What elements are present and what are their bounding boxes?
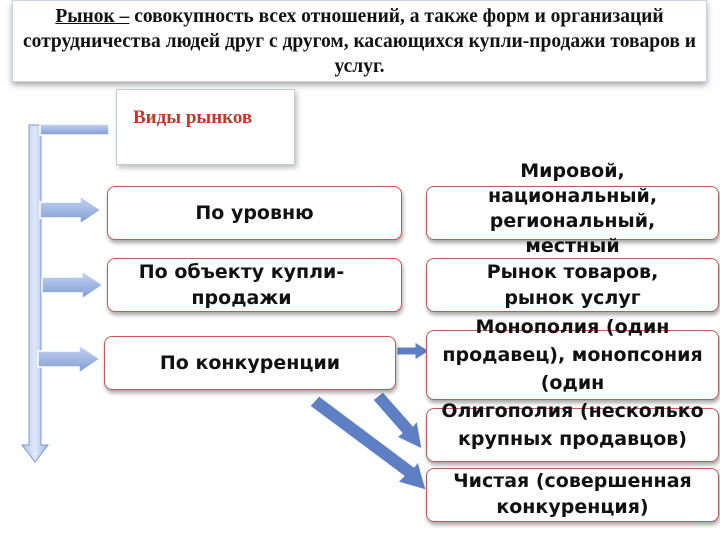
- vertical-trunk-arrow: [20, 124, 50, 463]
- criterion-competition-box: По конкуренции: [104, 336, 396, 390]
- outcome-monopoly-label: Монополия (один продавец), монопсония (о…: [442, 316, 703, 394]
- branch-arrow-competition: [37, 343, 102, 375]
- outcome-object-box: Рынок товаров, рынок услуг: [426, 258, 719, 312]
- outcome-pure-label: Чистая (совершенная конкуренция): [453, 470, 692, 518]
- definition-text: совокупность всех отношений, а также фор…: [22, 6, 697, 77]
- outcome-object-label: Рынок товаров, рынок услуг: [486, 261, 659, 309]
- criterion-level-box: По уровню: [107, 186, 402, 240]
- criterion-level-label: По уровню: [195, 202, 314, 224]
- title-connector-bar: [39, 123, 110, 136]
- criterion-competition-label: По конкуренции: [159, 352, 341, 374]
- arrow-to-oligopoly: [372, 391, 423, 450]
- branch-arrow-level: [39, 194, 103, 226]
- outcome-oligopoly-label: Олигополия (несколько крупных продавцов): [441, 400, 704, 450]
- outcome-level-label: Мировой, национальный, региональный, мес…: [487, 160, 658, 257]
- criterion-object-label: По объекту купли-продажи: [138, 261, 345, 309]
- criterion-object-box: По объекту купли-продажи: [107, 258, 402, 312]
- market-types-title: Виды рынков: [133, 107, 253, 128]
- branch-arrow-object: [41, 269, 105, 301]
- outcome-oligopoly-box: Олигополия (несколько крупных продавцов): [426, 400, 719, 462]
- definition-term: Рынок –: [55, 6, 130, 27]
- market-types-title-box: Виды рынков: [116, 89, 295, 165]
- outcome-pure-box: Чистая (совершенная конкуренция): [426, 468, 719, 522]
- outcome-monopoly-box: Монополия (один продавец), монопсония (о…: [426, 316, 719, 400]
- outcome-level-box: Мировой, национальный, региональный, мес…: [426, 160, 719, 257]
- definition-header: Рынок – совокупность всех отношений, а т…: [12, 0, 707, 82]
- arrow-to-monopoly: [396, 341, 430, 361]
- arrow-to-pure: [309, 395, 427, 491]
